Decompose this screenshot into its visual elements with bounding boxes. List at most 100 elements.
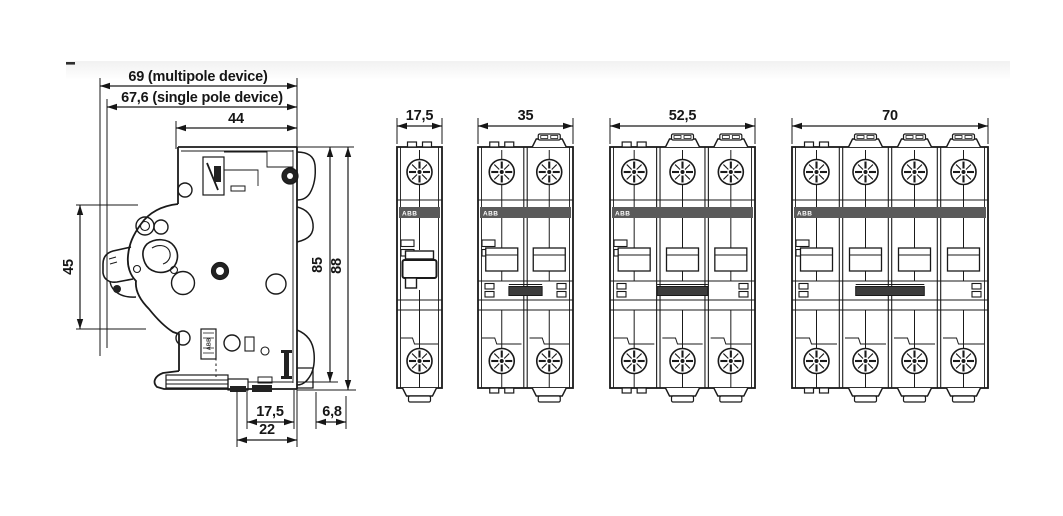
terminal-screw-top (406, 158, 433, 186)
pole-2 (845, 133, 886, 403)
dimension-width: 17,5 (396, 108, 443, 144)
dimension-width-single-pole: 67,6 (single pole device) (107, 90, 297, 111)
terminal-screw-top (717, 158, 745, 186)
rail-clamp (230, 386, 246, 392)
dimension-label: 70 (882, 108, 898, 124)
toggle-handle (401, 250, 438, 289)
terminal-screw-bottom (406, 347, 433, 375)
artifact-dash (66, 62, 75, 65)
dimension-label: 88 (329, 258, 345, 274)
pole-3 (894, 133, 935, 403)
rating-label-window (799, 247, 834, 272)
terminal-screw-top (803, 158, 830, 186)
hole-left (170, 270, 196, 296)
terminal-screw-top (901, 158, 928, 186)
abb-band-label: ABB (483, 211, 498, 218)
pole-4 (943, 133, 984, 403)
dimension-rear-depth: 6,8 (316, 404, 346, 426)
dimension-width: 52,5 (609, 108, 756, 144)
terminal-screw-top (950, 158, 977, 186)
rating-label-window (946, 247, 981, 272)
terminal-screw-top (852, 158, 879, 186)
abb-vertical-label-box (200, 328, 217, 360)
rivet-top-left (177, 182, 193, 198)
rating-label-window (897, 247, 932, 272)
terminal-screw-bottom (535, 347, 563, 375)
terminal-screw-bottom (669, 347, 696, 375)
terminal-screw-top (488, 158, 516, 186)
pole-1 (796, 141, 837, 394)
rating-label-window (532, 247, 566, 272)
pole-1 (401, 141, 438, 403)
terminal-screw-bottom (901, 347, 928, 375)
dimension-label: 85 (310, 257, 326, 273)
dimension-din-offset: 17,5 (247, 404, 294, 426)
abb-band (480, 207, 571, 218)
dimension-label: 22 (259, 422, 275, 438)
abb-vertical-label: ABB (207, 338, 213, 351)
rating-label-window (714, 247, 748, 272)
side-view-outline (126, 146, 298, 390)
rating-label-window (848, 247, 883, 272)
terminal-screw-bottom (852, 347, 879, 375)
dimension-width-multipole: 69 (multipole device) (100, 69, 297, 90)
dimension-label: 35 (518, 108, 534, 124)
terminal-screw-top (620, 158, 648, 186)
dimension-label: 6,8 (322, 404, 342, 420)
abb-band-label: ABB (615, 211, 630, 218)
terminal-screw-bottom (620, 347, 648, 375)
rating-label-window (485, 247, 519, 272)
pole-1 (482, 141, 522, 394)
abb-band (794, 207, 986, 218)
terminal-screw-top (669, 158, 696, 186)
abb-band (612, 207, 753, 218)
dimension-label: 67,6 (single pole device) (121, 90, 283, 106)
handle-tie-bar (616, 282, 749, 298)
handle-tie-bar (484, 282, 567, 298)
abb-band-label: ABB (797, 211, 812, 218)
dimension-total-height: 88 (329, 147, 352, 390)
dimension-front-height: 45 (61, 205, 84, 329)
pole-1 (614, 141, 655, 394)
din-rail-foot (165, 374, 293, 392)
internal-details: ABB (132, 151, 299, 379)
din-clip (296, 151, 316, 389)
terminal-screw-bottom (803, 347, 830, 375)
abb-band (399, 207, 440, 218)
abb-band-label: ABB (402, 211, 417, 218)
terminal-screw-bottom (950, 347, 977, 375)
rating-label-window (665, 247, 700, 272)
side-view: ABB (102, 146, 316, 392)
dimension-width: 70 (791, 108, 989, 144)
dimension-label: 45 (61, 259, 77, 275)
dimension-label: 69 (multipole device) (128, 69, 268, 85)
lever-pin (113, 285, 121, 293)
dimension-label: 17,5 (406, 108, 434, 124)
dimension-width: 35 (477, 108, 574, 144)
dimension-din-slot-width: 22 (237, 422, 297, 444)
handle-tie-bar (798, 282, 982, 298)
pole-2 (662, 133, 703, 403)
dimension-body-width: 44 (176, 111, 297, 132)
dimension-label: 17,5 (256, 404, 284, 420)
dimension-body-height: 85 (310, 147, 334, 382)
pole-2 (529, 133, 569, 403)
dimension-label: 52,5 (669, 108, 697, 124)
hole-right (265, 273, 287, 295)
rivet-bottom-left (175, 330, 191, 346)
pole-3 (710, 133, 751, 403)
side-view-dimensions: 69 (multipole device) 67,6 (single pole … (61, 69, 356, 447)
rating-label-window (617, 247, 651, 272)
terminal-screw-bottom (488, 347, 516, 375)
terminal-screw-bottom (717, 347, 745, 375)
dimension-label: 44 (228, 111, 244, 127)
coil-bar (284, 352, 289, 376)
scan-shade-band (66, 61, 1010, 79)
